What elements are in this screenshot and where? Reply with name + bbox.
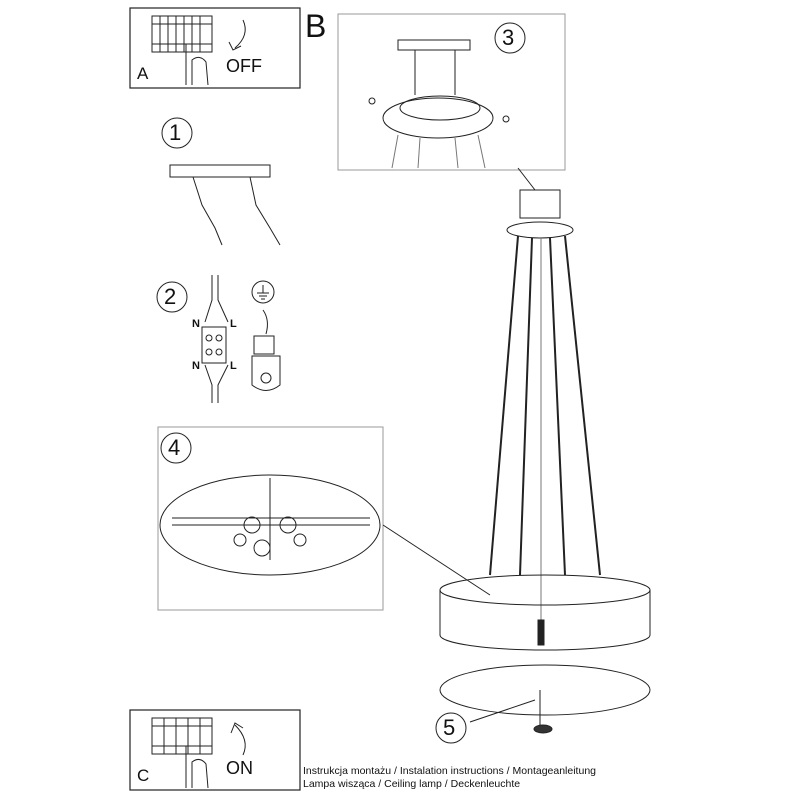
step-2-number: 2: [164, 284, 177, 309]
step-1-drawing: [169, 164, 281, 246]
caption-line-2: Lampa wisząca / Ceiling lamp / Deckenleu…: [303, 778, 521, 790]
step-4-inset: [157, 426, 491, 611]
step-5-number: 5: [443, 715, 456, 740]
step-5-circle: [435, 712, 467, 744]
on-label: ON: [226, 758, 253, 778]
wire-label-n-top: N: [192, 318, 200, 330]
breaker-box-icon: [151, 717, 213, 755]
step-3-number: 3: [502, 25, 515, 50]
step-1-circle: [161, 117, 193, 149]
breaker-box-icon: [151, 15, 213, 53]
wire-label-l-bottom: L: [230, 360, 237, 372]
panel-b-letter: B: [305, 8, 327, 44]
ground-symbol-icon: [251, 280, 275, 304]
arrow-down-icon: [228, 19, 246, 51]
wire-label-l-top: L: [230, 318, 237, 330]
panel-c-switch-on: [129, 709, 301, 791]
step-3-circle: [494, 22, 526, 54]
hand-icon: [185, 746, 209, 789]
panel-c-letter: C: [137, 766, 150, 785]
hand-icon: [185, 44, 209, 86]
step-2-wiring: [201, 275, 281, 403]
off-label: OFF: [226, 56, 262, 76]
panel-a-letter: A: [137, 64, 149, 83]
step-3-inset: [337, 13, 566, 191]
step-2-circle: [156, 281, 188, 313]
caption-line-1: Instrukcja montażu / Instalation instruc…: [303, 765, 596, 777]
step-4-number: 4: [168, 435, 181, 460]
pendant-lamp-drawing: [439, 189, 651, 734]
step-4-circle: [160, 432, 192, 464]
step-1-number: 1: [169, 120, 182, 145]
wire-label-n-bottom: N: [192, 360, 200, 372]
panel-a-switch-off: [129, 7, 301, 89]
arrow-up-icon: [230, 722, 246, 756]
